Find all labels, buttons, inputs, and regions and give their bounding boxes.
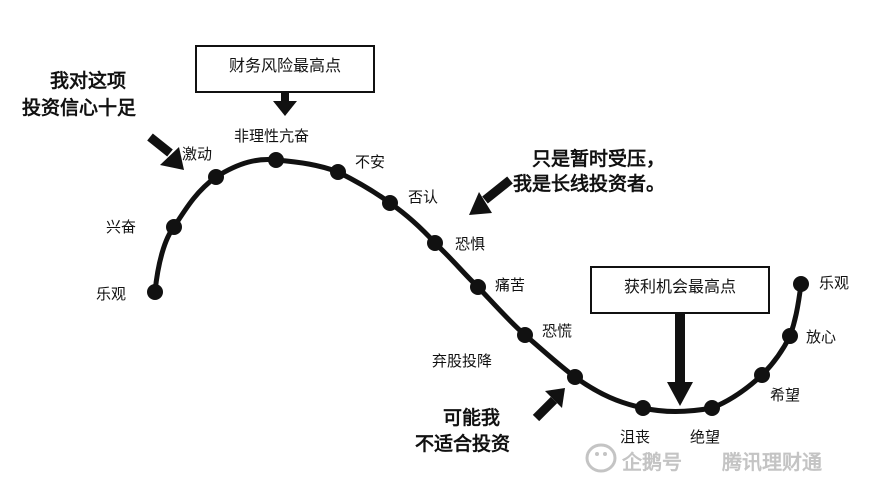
stage-label-optimism: 乐观 bbox=[96, 285, 127, 303]
stage-dot-anxiety bbox=[330, 164, 346, 180]
stage-dot-optimism bbox=[147, 284, 163, 300]
watermark-logo-icon bbox=[585, 443, 617, 473]
stage-dot-capitulation bbox=[567, 369, 583, 385]
temporary-pressure-arrow-icon bbox=[469, 176, 513, 215]
stage-dot-depression bbox=[704, 400, 720, 416]
stage-dot-denial bbox=[382, 195, 398, 211]
stage-dot-euphoria bbox=[268, 152, 284, 168]
profit-peak-arrow-icon bbox=[667, 312, 693, 406]
stage-label-euphoria: 非理性亢奋 bbox=[234, 127, 310, 145]
stage-dot-desperation bbox=[470, 279, 486, 295]
stage-label-despondency: 沮丧 bbox=[620, 428, 651, 446]
unsuitable-arrow-icon bbox=[532, 388, 565, 422]
stage-dot-hope bbox=[754, 367, 770, 383]
watermark-account: 腾讯理财通 bbox=[722, 450, 822, 474]
stage-label-denial: 否认 bbox=[408, 188, 439, 206]
callout-temporary-line2: 我是长线投资者。 bbox=[513, 173, 666, 195]
stage-label-panic: 恐慌 bbox=[542, 322, 573, 340]
callout-unsuitable-line1: 可能我 bbox=[443, 407, 501, 429]
risk-peak-arrow-icon bbox=[273, 92, 297, 116]
callout-confidence-line2: 投资信心十足 bbox=[22, 97, 137, 119]
callout-temporary-line1: 只是暂时受压， bbox=[532, 148, 666, 170]
stage-label-depression: 绝望 bbox=[690, 428, 721, 446]
stage-dot-fear bbox=[427, 235, 443, 251]
stage-dot-thrill bbox=[208, 169, 224, 185]
confidence-arrow-icon bbox=[147, 133, 184, 170]
stage-dot-relief bbox=[782, 328, 798, 344]
stage-label-fear: 恐惧 bbox=[455, 235, 486, 253]
stage-label-thrill: 激动 bbox=[182, 145, 213, 163]
stage-label-excitement: 兴奋 bbox=[106, 218, 137, 236]
stage-label-anxiety: 不安 bbox=[355, 153, 386, 171]
stage-label-optimism-2: 乐观 bbox=[819, 274, 850, 292]
stage-label-desperation: 痛苦 bbox=[495, 276, 526, 294]
callout-confidence-line1: 我对这项 bbox=[50, 70, 127, 92]
risk-peak-box: 财务风险最高点 bbox=[195, 45, 375, 93]
stage-dot-excitement bbox=[166, 219, 182, 235]
stage-label-hope: 希望 bbox=[770, 386, 801, 404]
profit-peak-box: 获利机会最高点 bbox=[590, 266, 770, 314]
callout-unsuitable-line2: 不适合投资 bbox=[415, 433, 511, 455]
stage-label-capitulation: 弃股投降 bbox=[432, 352, 493, 370]
stage-dot-despondency bbox=[635, 400, 651, 416]
stage-dot-optimism-2 bbox=[793, 276, 809, 292]
stage-label-relief: 放心 bbox=[806, 328, 837, 346]
stage-dot-panic bbox=[517, 327, 533, 343]
watermark-brand: 企鹅号 bbox=[622, 450, 682, 474]
